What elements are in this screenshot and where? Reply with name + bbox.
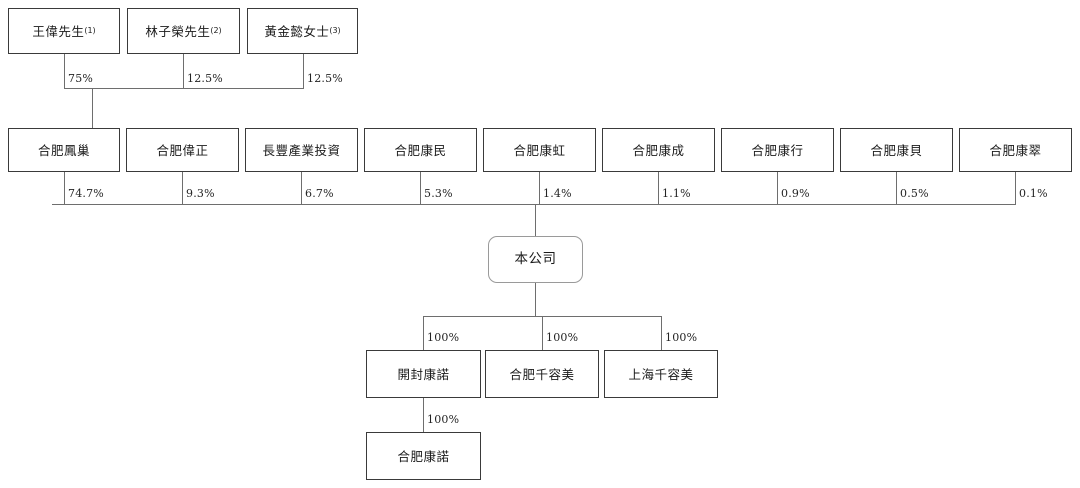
pct-kfkn-to-hfkn: 100% bbox=[427, 413, 460, 426]
edge-huang-drop bbox=[303, 54, 304, 88]
node-label: 林子榮先生 bbox=[145, 23, 211, 39]
pct-lin-to-hffc: 12.5% bbox=[187, 72, 223, 85]
node-label: 合肥康行 bbox=[751, 142, 804, 158]
edge-hfkb-drop bbox=[896, 172, 897, 204]
pct-cfcytz-to-company: 6.7% bbox=[305, 187, 334, 200]
node-label: 黃金懿女士 bbox=[264, 23, 330, 39]
pct-hffc-to-company: 74.7% bbox=[68, 187, 104, 200]
node-label: 合肥千容美 bbox=[509, 366, 575, 382]
pct-hfkb-to-company: 0.5% bbox=[900, 187, 929, 200]
node-label: 合肥康貝 bbox=[870, 142, 923, 158]
footnote-marker: (2) bbox=[210, 26, 222, 36]
node-label: 本公司 bbox=[514, 251, 557, 268]
node-label: 合肥康翠 bbox=[989, 142, 1042, 158]
edge-hfwz-drop bbox=[182, 172, 183, 204]
node-huang-jinyi[interactable]: 黃金懿女士(3) bbox=[247, 8, 358, 54]
pct-hfkt-to-company: 0.1% bbox=[1019, 187, 1048, 200]
node-label: 開封康諾 bbox=[397, 366, 450, 382]
footnote-marker: (3) bbox=[329, 26, 341, 36]
edge-bus4-to-kfkn bbox=[423, 316, 424, 350]
edge-hfkh-drop bbox=[539, 172, 540, 204]
edge-bus-level2 bbox=[52, 204, 1016, 205]
node-label: 合肥康成 bbox=[632, 142, 685, 158]
pct-company-to-shqrm: 100% bbox=[665, 331, 698, 344]
edge-hfkc-drop bbox=[658, 172, 659, 204]
node-kaifeng-kangnuo[interactable]: 開封康諾 bbox=[366, 350, 481, 398]
pct-hfwz-to-company: 9.3% bbox=[186, 187, 215, 200]
node-label: 長豐產業投資 bbox=[262, 142, 341, 158]
edge-lin-drop bbox=[183, 54, 184, 88]
node-hefei-kangnuo[interactable]: 合肥康諾 bbox=[366, 432, 481, 480]
edge-bus2-to-company bbox=[535, 204, 536, 236]
node-label: 合肥偉正 bbox=[156, 142, 209, 158]
node-label: 合肥鳳巢 bbox=[37, 142, 90, 158]
node-label: 王偉先生 bbox=[32, 23, 85, 39]
node-label: 合肥康諾 bbox=[397, 448, 450, 464]
node-hefei-kangbei[interactable]: 合肥康貝 bbox=[840, 128, 953, 172]
node-changfeng-industry-investment[interactable]: 長豐產業投資 bbox=[245, 128, 358, 172]
pct-company-to-hfqrm: 100% bbox=[546, 331, 579, 344]
node-hefei-weizheng[interactable]: 合肥偉正 bbox=[126, 128, 239, 172]
edge-bus1-to-hffc bbox=[92, 88, 93, 128]
pct-hfkm-to-company: 5.3% bbox=[424, 187, 453, 200]
pct-hfkh-to-company: 1.4% bbox=[543, 187, 572, 200]
node-hefei-qianrongmei[interactable]: 合肥千容美 bbox=[485, 350, 599, 398]
edge-bus4-to-hfqrm bbox=[542, 316, 543, 350]
node-hefei-kangcheng[interactable]: 合肥康成 bbox=[602, 128, 715, 172]
pct-hfkc-to-company: 1.1% bbox=[662, 187, 691, 200]
node-hefei-kanghong[interactable]: 合肥康虹 bbox=[483, 128, 596, 172]
edge-bus-level1 bbox=[64, 88, 304, 89]
node-the-company[interactable]: 本公司 bbox=[488, 236, 583, 283]
node-hefei-kangcui[interactable]: 合肥康翠 bbox=[959, 128, 1072, 172]
node-label: 合肥康民 bbox=[394, 142, 447, 158]
edge-hfkt-drop bbox=[1015, 172, 1016, 204]
edge-bus4-to-shqrm bbox=[661, 316, 662, 350]
edge-hffc-drop bbox=[64, 172, 65, 204]
pct-huang-to-hffc: 12.5% bbox=[307, 72, 343, 85]
edge-cfcytz-drop bbox=[301, 172, 302, 204]
node-label: 合肥康虹 bbox=[513, 142, 566, 158]
node-hefei-kangmin[interactable]: 合肥康民 bbox=[364, 128, 477, 172]
pct-wang-to-hffc: 75% bbox=[68, 72, 94, 85]
node-shanghai-qianrongmei[interactable]: 上海千容美 bbox=[604, 350, 718, 398]
edge-wang-drop bbox=[64, 54, 65, 88]
edge-hfkm-drop bbox=[420, 172, 421, 204]
footnote-marker: (1) bbox=[84, 26, 96, 36]
pct-company-to-kfkn: 100% bbox=[427, 331, 460, 344]
node-hefei-kangxing[interactable]: 合肥康行 bbox=[721, 128, 834, 172]
pct-hfkx-to-company: 0.9% bbox=[781, 187, 810, 200]
node-hefei-fengchao[interactable]: 合肥鳳巢 bbox=[8, 128, 120, 172]
edge-company-drop bbox=[535, 283, 536, 316]
node-lin-zirong[interactable]: 林子榮先生(2) bbox=[127, 8, 240, 54]
edge-hfkx-drop bbox=[777, 172, 778, 204]
node-label: 上海千容美 bbox=[628, 366, 694, 382]
edge-kfkn-to-hfkn bbox=[423, 398, 424, 432]
node-wang-wei[interactable]: 王偉先生(1) bbox=[8, 8, 120, 54]
